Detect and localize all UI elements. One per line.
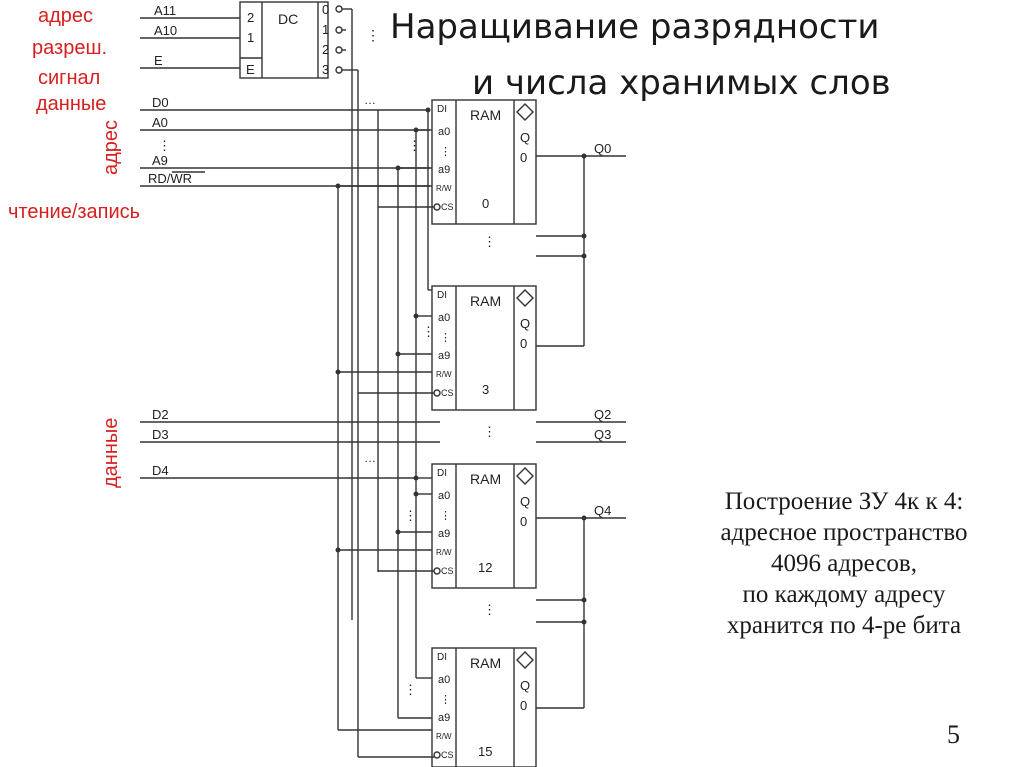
ram-0-a9: a9: [438, 164, 450, 176]
ram-12-di: DI: [437, 468, 447, 479]
ram-15-index: 15: [478, 744, 492, 759]
decoder-out-2: 2: [322, 42, 329, 57]
ram-0-q: Q: [520, 130, 530, 145]
svg-text:…: …: [364, 93, 376, 107]
ram-0-rw: R/W: [436, 184, 452, 193]
ram-3-index: 3: [482, 382, 489, 397]
svg-text:⋮: ⋮: [440, 332, 451, 344]
signal-a9: A9: [152, 153, 168, 168]
ram-0-cs: CS: [441, 202, 454, 212]
decoder-out-1: 1: [322, 22, 329, 37]
signal-e: E: [154, 53, 163, 68]
label-address: адрес: [38, 5, 94, 27]
ram-15-cs: CS: [441, 750, 454, 760]
ram-block-0: DI RAM a0 ⋮ a9 R/W CS 0 Q 0: [431, 99, 537, 225]
ram-3-q: Q: [520, 316, 530, 331]
caption-line-3: 4096 адресов,: [771, 550, 917, 577]
svg-text:⋮: ⋮: [440, 510, 451, 522]
vertical-buses: ⋮ ⋮ ⋮: [335, 107, 435, 730]
label-enable: разреш.: [32, 37, 108, 59]
decoder-out-0: 0: [322, 2, 329, 17]
input-buses: A11 A10 E D0 A0 ⋮ A9 RD/WR … ⋮ D2 D3 D4 …: [140, 3, 626, 479]
decoder-out-3: 3: [322, 62, 329, 77]
ram-12-label: RAM: [470, 471, 501, 487]
label-data-top: данные: [36, 93, 107, 115]
svg-text:⋮: ⋮: [440, 694, 451, 706]
ram-15-a9: a9: [438, 712, 450, 724]
signal-q3: Q3: [594, 427, 611, 442]
caption-line-2: адресное пространство: [720, 519, 968, 546]
ram-12-a0: a0: [438, 490, 450, 502]
ram-12-q: Q: [520, 494, 530, 509]
ram-15-q: Q: [520, 678, 530, 693]
svg-text:⋮: ⋮: [408, 138, 421, 153]
ram-15-di: DI: [437, 652, 447, 663]
ram-12-cs: CS: [441, 566, 454, 576]
ram-outputs: ⋮ Q0 ⋮ Q4: [483, 141, 626, 709]
ram-input-taps: [338, 129, 434, 758]
ram-12-index: 12: [478, 560, 492, 575]
ram-0-q-index: 0: [520, 150, 527, 165]
ram-12-q-index: 0: [520, 514, 527, 529]
signal-rdwr: RD/WR: [148, 171, 192, 186]
svg-text:⋮: ⋮: [404, 682, 417, 697]
decoder-in-e: E: [246, 62, 255, 77]
decoder-label: DC: [278, 11, 298, 27]
decoder-in-2: 2: [247, 10, 254, 25]
ram-3-a9: a9: [438, 350, 450, 362]
signal-a0: A0: [152, 115, 168, 130]
svg-text:⋮: ⋮: [404, 508, 417, 523]
signal-q0: Q0: [594, 141, 611, 156]
svg-text:⋮: ⋮: [158, 138, 171, 153]
label-signal: сигнал: [38, 67, 101, 89]
slide-title-line1: Наращивание разрядности: [390, 7, 880, 47]
caption: Построение ЗУ 4к к 4: адресное пространс…: [664, 486, 1024, 641]
ram-15-label: RAM: [470, 655, 501, 671]
decoder-dc: DC 2 1 E 0 1 2 3 ⋮: [239, 1, 380, 757]
caption-line-5: хранится по 4-ре бита: [726, 612, 962, 639]
signal-a10: A10: [154, 23, 177, 38]
ram-0-label: RAM: [470, 107, 501, 123]
svg-text:⋮: ⋮: [483, 424, 496, 439]
slide-title-line2: и числа хранимых слов: [472, 63, 891, 103]
label-read-write: чтение/запись: [8, 201, 141, 223]
svg-text:⋮: ⋮: [483, 602, 496, 617]
page-number: 5: [947, 720, 960, 749]
ram-0-di: DI: [437, 104, 447, 115]
ram-block-12: DI RAM a0 ⋮ a9 R/W CS 12 Q 0: [431, 463, 537, 589]
ram-0-a0: a0: [438, 126, 450, 138]
svg-text:⋮: ⋮: [483, 234, 496, 249]
ram-3-a0: a0: [438, 312, 450, 324]
ram-3-rw: R/W: [436, 370, 452, 379]
ram-15-a0: a0: [438, 674, 450, 686]
ram-3-label: RAM: [470, 293, 501, 309]
signal-q2: Q2: [594, 407, 611, 422]
signal-d3: D3: [152, 427, 169, 442]
ram-15-q-index: 0: [520, 698, 527, 713]
ram-0-index: 0: [482, 196, 489, 211]
signal-d4: D4: [152, 463, 169, 478]
svg-text:⋮: ⋮: [366, 27, 380, 43]
ram-3-cs: CS: [441, 388, 454, 398]
ram-15-rw: R/W: [436, 732, 452, 741]
caption-line-4: по каждому адресу: [742, 581, 946, 608]
ram-12-rw: R/W: [436, 548, 452, 557]
caption-line-1: Построение ЗУ 4к к 4:: [724, 488, 964, 515]
ram-12-a9: a9: [438, 528, 450, 540]
signal-d0: D0: [152, 95, 169, 110]
ram-3-q-index: 0: [520, 336, 527, 351]
ram-3-di: DI: [437, 290, 447, 301]
svg-text:⋮: ⋮: [440, 146, 451, 158]
signal-a11: A11: [154, 3, 176, 18]
signal-d2: D2: [152, 407, 169, 422]
decoder-in-1: 1: [247, 30, 254, 45]
svg-text:…: …: [364, 451, 376, 465]
ram-block-3: DI RAM a0 ⋮ a9 R/W CS 3 Q 0: [431, 285, 537, 411]
ram-block-15: DI RAM a0 ⋮ a9 R/W CS 15 Q 0: [431, 647, 537, 767]
signal-q4: Q4: [594, 503, 611, 518]
